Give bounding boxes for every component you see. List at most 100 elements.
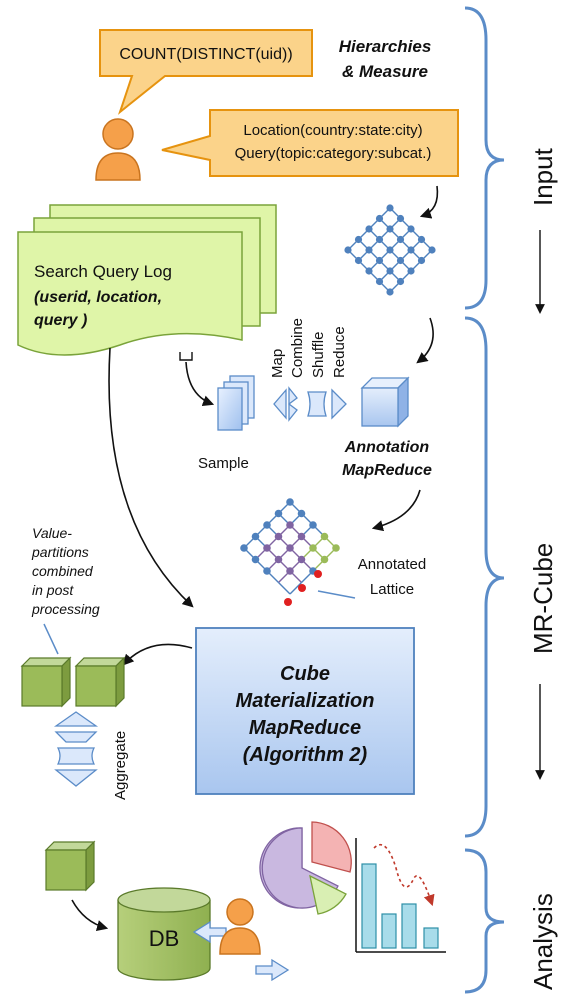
lattice-node [386,267,394,275]
annotation-label-1: Annotation [344,439,430,456]
annotation-cube-icon [360,376,410,428]
reduce-label: Reduce [331,326,348,378]
annotated-node [274,555,283,564]
mrcube-phase-label: MR-Cube [528,543,558,654]
annotated-edge [278,582,291,595]
log-schema-1: (userid, location, [34,289,162,306]
annotated-node [286,498,294,506]
red-dot [284,598,292,606]
map-label: Map [269,349,286,378]
arrow-db-left-icon [192,920,227,944]
arrow-annotation-to-lattice [371,489,421,532]
lattice-node [375,214,384,223]
lattice-node [365,246,373,254]
hierarchy-line-1: Location(country:state:city) [243,122,422,139]
annotated-node [263,567,271,575]
database-icon: DB [117,887,211,981]
lattice-node [375,235,384,244]
lattice-node [396,235,405,244]
lattice-node [386,204,394,212]
analysis-phase-brace [464,848,505,994]
note-line-3: combined [32,563,94,579]
cube-materialization-box: Cube Materialization MapReduce (Algorith… [195,627,415,795]
aggregate-cube [44,840,96,892]
measure-text: COUNT(DISTINCT(uid)) [119,46,292,63]
annotated-node [332,544,340,552]
aggregate-label: Aggregate [112,731,129,800]
lattice-node [344,246,352,254]
hierarchies-heading-2: & Measure [342,62,428,81]
combine-label: Combine [289,318,306,378]
cube-title-4: (Algorithm 2) [243,744,368,766]
arrow-cube-to-partitions [122,643,193,666]
annotated-node [274,532,283,541]
annotated-node [240,544,248,552]
log-title: Search Query Log [34,262,172,281]
annotated-node [274,509,283,518]
annotated-node [320,532,329,541]
lattice-node [396,214,405,223]
annotated-node [297,555,306,564]
lattice-node [417,235,426,244]
note-line-1: Value- [32,525,72,541]
bar-chart-icon [355,838,446,953]
lattice-node [386,288,394,296]
lattice-node [365,267,373,275]
annotated-node [286,567,294,575]
lattice-node [428,246,436,254]
annotation-label-2: MapReduce [342,462,432,479]
annotated-node [286,521,294,529]
analyst-icon [219,898,261,955]
annotated-node [320,555,329,564]
pie-chart-icon [259,821,352,915]
map-combine-shuffle-reduce-icon [273,386,347,422]
search-query-log: Search Query Log (userid, location, quer… [17,204,277,356]
annotated-node [263,521,271,529]
annotated-node [297,509,306,518]
cube-title-3: MapReduce [249,717,361,739]
annotated-lattice-label-1: Annotated [358,556,426,573]
mrcube-phase-brace [464,316,505,838]
annotated-node [309,544,317,552]
sample-pages-icon [217,375,255,431]
red-dot [298,584,306,592]
note-line-5: processing [31,601,100,617]
db-label: DB [149,926,180,951]
annotated-node [263,544,271,552]
annotated-node [251,532,260,541]
lattice-node [417,256,426,265]
analysis-phase-label: Analysis [528,893,558,990]
user-icon [95,118,141,181]
input-phase-label: Input [528,147,558,206]
log-schema-2: query ) [34,312,87,329]
arrow-lattice-to-annotation [416,317,434,364]
lattice-node [407,246,415,254]
lattice-node [354,256,363,265]
lattice-node [375,277,384,286]
lattice-node [396,256,405,265]
lattice-node [407,225,415,233]
value-partitions-note: Value- partitions combined in post proce… [31,525,100,617]
sample-label: Sample [198,455,249,472]
cube-title-2: Materialization [236,690,375,712]
sample-bracket [179,352,193,361]
partition-cube-2 [74,656,126,708]
note-pointer-line [43,623,59,655]
arrow-hierarchy-to-lattice [419,185,439,219]
red-dot [314,570,322,578]
hierarchy-lattice [344,204,436,296]
arrow-log-to-sample [185,361,215,407]
annotated-node [309,521,317,529]
lattice-node [365,225,373,233]
lattice-node [396,277,405,286]
input-phase-brace [464,6,505,310]
note-line-2: partitions [31,544,89,560]
hierarchies-heading-1: Hierarchies [339,37,432,56]
shuffle-label: Shuffle [310,332,327,378]
cube-title-1: Cube [280,663,330,685]
aggregate-icon [53,711,99,787]
note-line-4: in post [32,582,74,598]
lattice-node [407,267,415,275]
annotated-node [297,532,306,541]
